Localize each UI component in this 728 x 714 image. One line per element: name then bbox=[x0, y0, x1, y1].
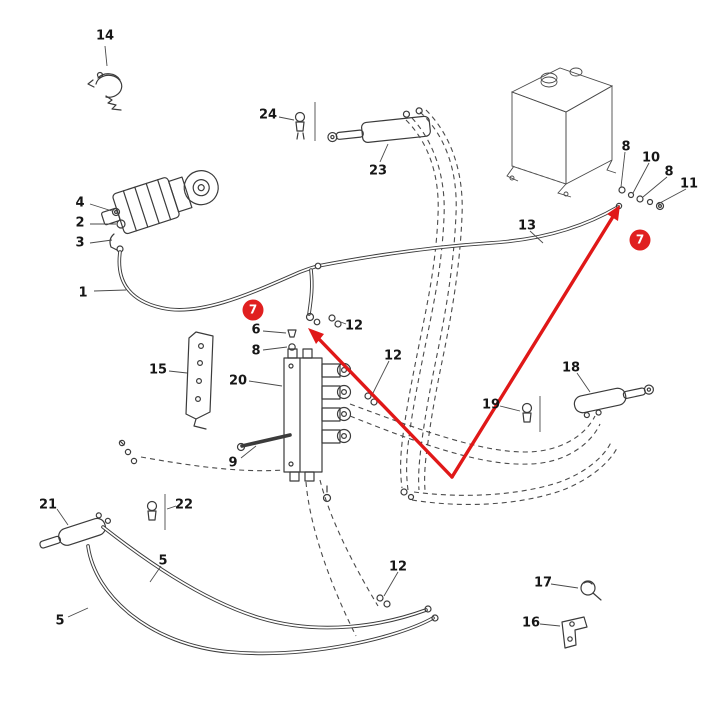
cylinder-18 bbox=[573, 381, 656, 420]
tank-fittings bbox=[619, 187, 664, 210]
part-label-5b: 5 bbox=[55, 613, 65, 629]
part-label-12b: 12 bbox=[383, 348, 403, 364]
screw-cluster bbox=[119, 440, 284, 470]
part-label-21: 21 bbox=[38, 497, 58, 513]
part-label-8a: 8 bbox=[621, 139, 631, 155]
bracket-15 bbox=[186, 332, 213, 429]
part-label-12a: 12 bbox=[344, 318, 364, 334]
part-label-14: 14 bbox=[95, 28, 115, 44]
callout-badge-7b: 7 bbox=[629, 229, 651, 251]
hose-1 bbox=[119, 252, 318, 314]
part-label-8b: 8 bbox=[664, 164, 674, 180]
hoses-5 bbox=[88, 527, 438, 653]
part-label-24: 24 bbox=[258, 107, 278, 123]
leader-lines bbox=[57, 46, 686, 626]
part-label-8c: 8 bbox=[251, 343, 261, 359]
bracket-16 bbox=[562, 617, 587, 648]
part-label-13: 13 bbox=[517, 218, 537, 234]
oil-tank bbox=[507, 68, 616, 197]
hose-clamp bbox=[88, 73, 122, 111]
pump-fittings bbox=[110, 209, 125, 253]
part-label-23: 23 bbox=[368, 163, 388, 179]
fitting-12b bbox=[365, 393, 377, 405]
callout-badge-7a: 7 bbox=[242, 299, 264, 321]
part-label-3: 3 bbox=[75, 235, 85, 251]
bolt-9 bbox=[238, 435, 291, 451]
fitting-12c bbox=[377, 595, 390, 607]
part-label-12c: 12 bbox=[388, 559, 408, 575]
valve-block bbox=[284, 349, 351, 502]
cylinder-23 bbox=[326, 107, 431, 147]
part-label-17: 17 bbox=[533, 575, 553, 591]
clip-17 bbox=[581, 581, 601, 600]
valve-top-fittings bbox=[288, 314, 320, 351]
dashed-hoses-lower bbox=[306, 480, 378, 636]
part-label-6: 6 bbox=[251, 322, 261, 338]
fitting-22 bbox=[148, 494, 166, 530]
part-label-19: 19 bbox=[481, 397, 501, 413]
part-label-16: 16 bbox=[521, 615, 541, 631]
hydraulic-pump bbox=[97, 162, 224, 239]
part-label-10: 10 bbox=[641, 150, 661, 166]
fitting-19 bbox=[523, 396, 541, 432]
part-label-15: 15 bbox=[148, 362, 168, 378]
part-label-20: 20 bbox=[228, 373, 248, 389]
part-label-11: 11 bbox=[679, 176, 699, 192]
red-arrows bbox=[308, 205, 620, 477]
part-label-2: 2 bbox=[75, 215, 85, 231]
hose-13 bbox=[315, 203, 621, 268]
part-label-4: 4 bbox=[75, 195, 85, 211]
cylinder-21 bbox=[36, 510, 113, 553]
part-label-5a: 5 bbox=[158, 553, 168, 569]
part-label-1: 1 bbox=[78, 285, 88, 301]
part-label-18: 18 bbox=[561, 360, 581, 376]
part-label-22: 22 bbox=[174, 497, 194, 513]
part-label-9: 9 bbox=[228, 455, 238, 471]
dashed-hoses-right bbox=[350, 404, 618, 504]
fitting-24 bbox=[296, 102, 316, 141]
